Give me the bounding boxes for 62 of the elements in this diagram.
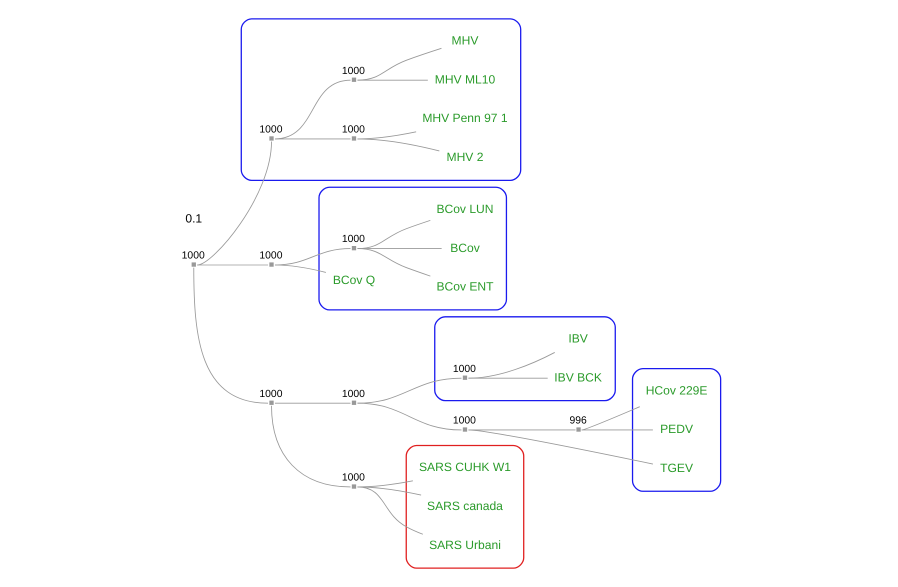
cluster <box>318 186 508 311</box>
connector <box>274 80 351 140</box>
node-label: 1000 <box>452 416 476 427</box>
node-point <box>352 246 356 250</box>
connector <box>274 264 326 273</box>
connector <box>271 405 351 488</box>
node-point <box>462 427 468 432</box>
node-point <box>462 376 468 380</box>
cluster <box>434 316 616 402</box>
node-text: MHV 2 <box>446 150 484 164</box>
connector <box>196 264 268 266</box>
node-text: BCov <box>450 240 480 255</box>
node-label: 1000 <box>342 66 365 77</box>
cluster <box>240 18 522 181</box>
connector <box>357 486 424 535</box>
node-label: 1000 <box>259 388 282 400</box>
node-point <box>352 78 356 82</box>
node-point <box>352 136 356 141</box>
node-point <box>269 400 274 405</box>
node-text: SARS canada <box>427 499 503 514</box>
node-label: 1000 <box>342 124 365 136</box>
connector <box>357 220 431 250</box>
connector <box>357 378 462 404</box>
connector <box>468 352 556 379</box>
connector <box>274 402 351 404</box>
cluster <box>632 368 722 492</box>
connector <box>581 406 640 430</box>
node-point <box>192 262 196 267</box>
node-text: SARS CUHK W1 <box>419 460 511 474</box>
node-text: IBV BCK <box>554 370 602 384</box>
node-label: 1000 <box>259 250 282 262</box>
connector <box>274 138 351 140</box>
node-label: 1000 <box>342 388 365 400</box>
node-text: SARS Urbani <box>429 538 501 552</box>
node-label: 1000 <box>342 234 365 246</box>
node-label: 1000 <box>452 364 476 375</box>
label: 0.1 <box>185 211 202 226</box>
node-label: 1000 <box>182 250 205 262</box>
node-point <box>269 262 274 267</box>
cluster <box>406 444 524 569</box>
node-text: MHV Penn 97 1 <box>422 111 508 126</box>
node-text: BCov Q <box>332 272 376 287</box>
node-text: HCov 229E <box>646 383 708 398</box>
connector <box>468 430 654 464</box>
node-text: MHV <box>452 33 478 48</box>
node-label: 996 <box>569 416 587 427</box>
node-text: IBV <box>568 331 588 346</box>
node-text: MHV ML10 <box>434 72 496 86</box>
node-text: BCov ENT <box>436 280 494 294</box>
node-point <box>352 400 356 405</box>
node-point <box>576 427 581 432</box>
connector <box>196 141 272 266</box>
connector <box>193 267 268 404</box>
connector <box>357 48 442 81</box>
node-point <box>352 484 356 489</box>
node-text: PEDV <box>660 422 694 436</box>
node-label: 1000 <box>342 472 365 484</box>
node-text: BCov LUN <box>436 202 494 216</box>
connector <box>357 131 417 140</box>
node-point <box>269 136 274 141</box>
node-label: 1000 <box>259 124 282 136</box>
node-text: TGEV <box>660 461 694 476</box>
